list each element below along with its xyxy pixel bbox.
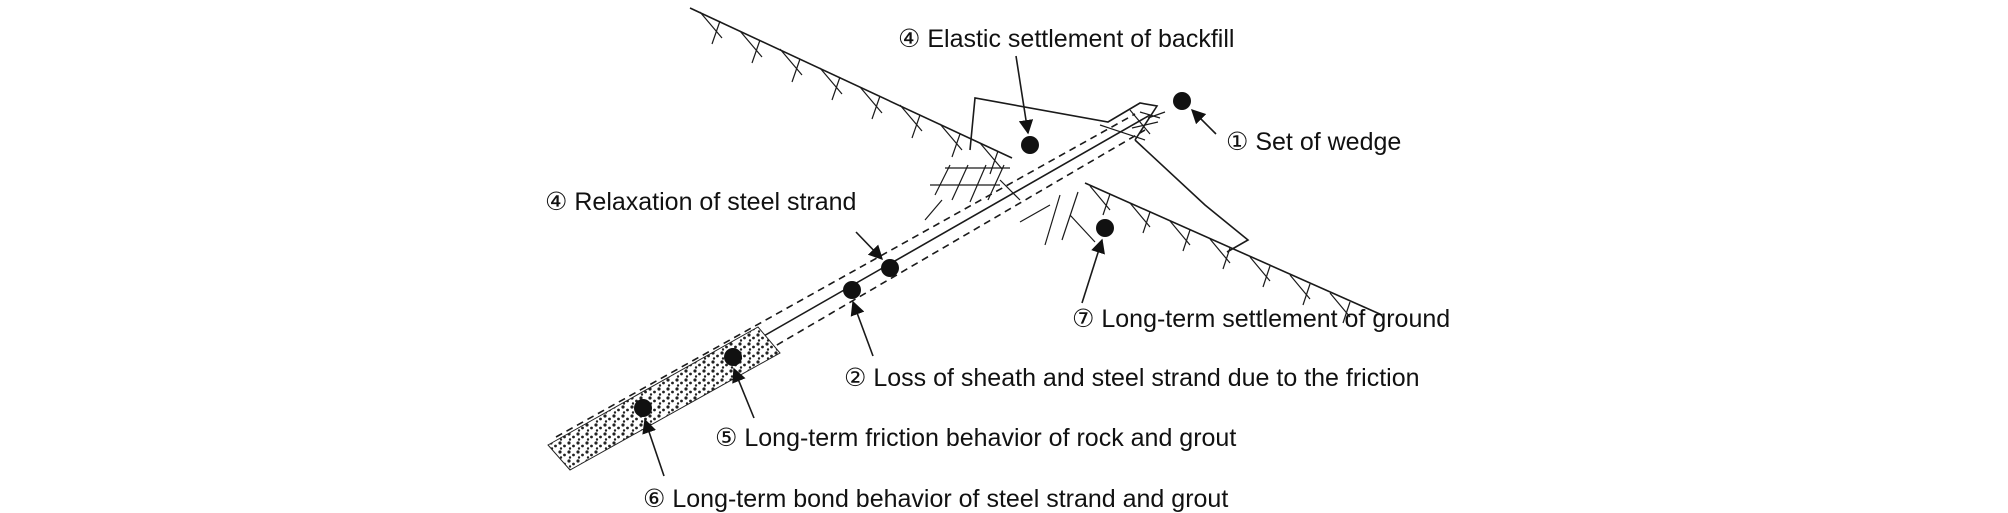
label-friction-behavior: ⑤ Long-term friction behavior of rock an… bbox=[715, 424, 1236, 452]
marker-relaxation bbox=[881, 259, 899, 277]
grout-body bbox=[547, 326, 781, 471]
arrow-friction-behavior bbox=[732, 367, 755, 419]
anchor-head bbox=[1099, 109, 1166, 141]
label-relaxation: ④ Relaxation of steel strand bbox=[545, 188, 856, 216]
upper-slope-hatching bbox=[699, 11, 1003, 175]
label-set-of-wedge: ① Set of wedge bbox=[1226, 128, 1401, 156]
arrow-loss-of-sheath bbox=[850, 300, 874, 357]
marker-set-of-wedge bbox=[1173, 92, 1191, 110]
lower-slope-hatching bbox=[1019, 185, 1351, 324]
arrow-bond-behavior bbox=[642, 418, 665, 477]
label-bond-behavior: ⑥ Long-term bond behavior of steel stran… bbox=[643, 485, 1228, 513]
label-loss-of-sheath: ② Loss of sheath and steel strand due to… bbox=[844, 364, 1420, 392]
marker-elastic-settlement bbox=[1021, 136, 1039, 154]
arrow-elastic-settlement bbox=[1015, 55, 1034, 135]
label-long-term-settlement: ⑦ Long-term settlement of ground bbox=[1072, 305, 1450, 333]
arrow-set-of-wedge bbox=[1190, 108, 1217, 135]
marker-long-term-settlement bbox=[1096, 219, 1114, 237]
lower-slope bbox=[1019, 182, 1383, 324]
backfill-outline bbox=[969, 97, 1250, 253]
upper-slope bbox=[689, 7, 1013, 175]
arrow-relaxation bbox=[855, 231, 883, 261]
marker-friction-behavior bbox=[724, 348, 742, 366]
marker-loss-of-sheath bbox=[843, 281, 861, 299]
arrow-long-term-settlement bbox=[1081, 238, 1105, 304]
label-elastic-settlement: ④ Elastic settlement of backfill bbox=[898, 25, 1234, 53]
marker-bond-behavior bbox=[634, 399, 652, 417]
